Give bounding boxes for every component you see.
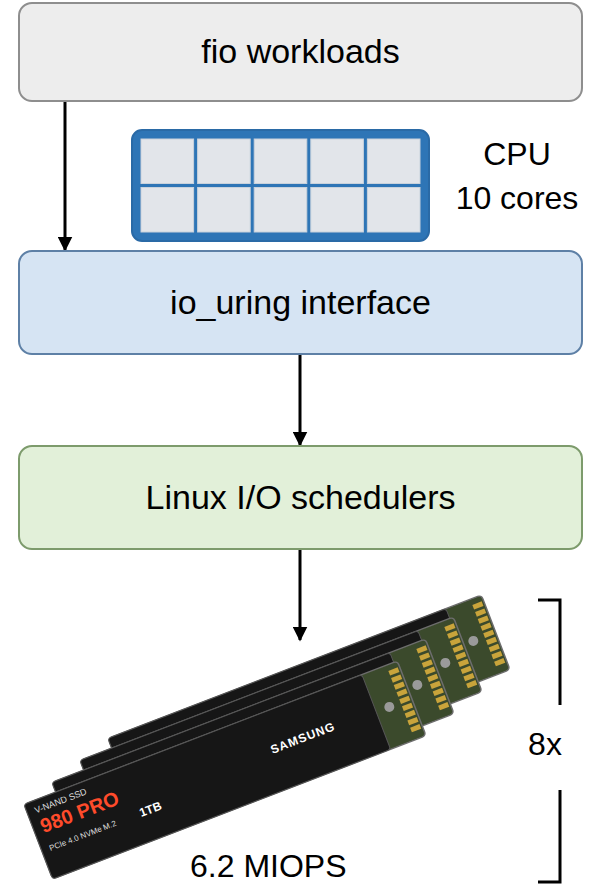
gold-contact bbox=[402, 703, 413, 711]
node-text: fio workloads bbox=[201, 32, 399, 71]
gold-contact bbox=[450, 637, 461, 645]
gold-contact bbox=[458, 659, 469, 667]
process-box: io_uring interface bbox=[18, 250, 583, 355]
mount-notch bbox=[439, 656, 452, 669]
gold-contact bbox=[478, 615, 489, 623]
gold-contact bbox=[486, 637, 497, 645]
cpu-core bbox=[311, 188, 364, 233]
count-label: 8x bbox=[515, 726, 575, 763]
mount-notch bbox=[467, 634, 480, 647]
gold-contact bbox=[435, 695, 446, 703]
gold-contact bbox=[427, 674, 438, 682]
cpu-core bbox=[367, 188, 420, 233]
gold-contact bbox=[461, 666, 472, 674]
gold-contact bbox=[444, 623, 455, 631]
gold-contact bbox=[483, 630, 494, 638]
process-box: fio workloads bbox=[18, 2, 583, 102]
gold-contact bbox=[405, 710, 416, 718]
flow-arrow bbox=[299, 355, 302, 445]
cpu-core bbox=[254, 188, 307, 233]
gold-contact bbox=[410, 724, 421, 732]
gold-contact bbox=[394, 681, 405, 689]
cpu-frame bbox=[132, 130, 429, 241]
ssd-pcb bbox=[24, 661, 426, 879]
process-box: Linux I/O schedulers bbox=[18, 445, 583, 550]
mount-notch bbox=[383, 700, 396, 713]
gold-contact bbox=[416, 645, 427, 653]
flow-arrow bbox=[299, 550, 302, 640]
cpu-label: CPU bbox=[437, 136, 597, 173]
ssd-stack: 6.2 MIOPS bbox=[0, 640, 520, 895]
gold-contact bbox=[388, 667, 399, 675]
gold-contact bbox=[422, 659, 433, 667]
node-text: Linux I/O schedulers bbox=[146, 478, 456, 517]
gold-contact bbox=[491, 651, 502, 659]
cpu-core bbox=[367, 139, 420, 184]
cpu-grid bbox=[132, 130, 429, 241]
gold-contact bbox=[419, 652, 430, 660]
gold-contact bbox=[475, 608, 486, 616]
gold-contact bbox=[480, 623, 491, 631]
gold-contact bbox=[424, 667, 435, 675]
gold-contact bbox=[433, 688, 444, 696]
cpu-core bbox=[198, 139, 251, 184]
gold-contact bbox=[455, 652, 466, 660]
cpu-core bbox=[141, 188, 194, 233]
gold-contact bbox=[396, 689, 407, 697]
ssd-card bbox=[24, 661, 426, 879]
gold-contact bbox=[489, 644, 500, 652]
flow-arrow bbox=[64, 102, 67, 250]
ssd-capacity: 1TB bbox=[138, 800, 164, 821]
cpu-cells bbox=[141, 139, 420, 232]
node-text: io_uring interface bbox=[170, 283, 431, 322]
gold-contact bbox=[430, 681, 441, 689]
gold-contact bbox=[438, 702, 449, 710]
gold-contact bbox=[494, 658, 505, 666]
mount-notch bbox=[411, 678, 424, 691]
gold-contact bbox=[447, 630, 458, 638]
gold-contact bbox=[452, 645, 463, 653]
core-count-label: 10 cores bbox=[437, 180, 597, 217]
node-text: 6.2 MIOPS bbox=[190, 848, 347, 885]
gold-contact bbox=[466, 680, 477, 688]
gold-contact bbox=[463, 673, 474, 681]
gold-contact bbox=[472, 601, 483, 609]
ssd-brand: SAMSUNG bbox=[269, 720, 338, 757]
cpu-core bbox=[198, 188, 251, 233]
cpu-core bbox=[311, 139, 364, 184]
cpu-core bbox=[254, 139, 307, 184]
cpu-core bbox=[141, 139, 194, 184]
gold-contact bbox=[407, 717, 418, 725]
gold-contact bbox=[399, 696, 410, 704]
gold-contact bbox=[391, 674, 402, 682]
ssd-illustration bbox=[24, 595, 510, 879]
